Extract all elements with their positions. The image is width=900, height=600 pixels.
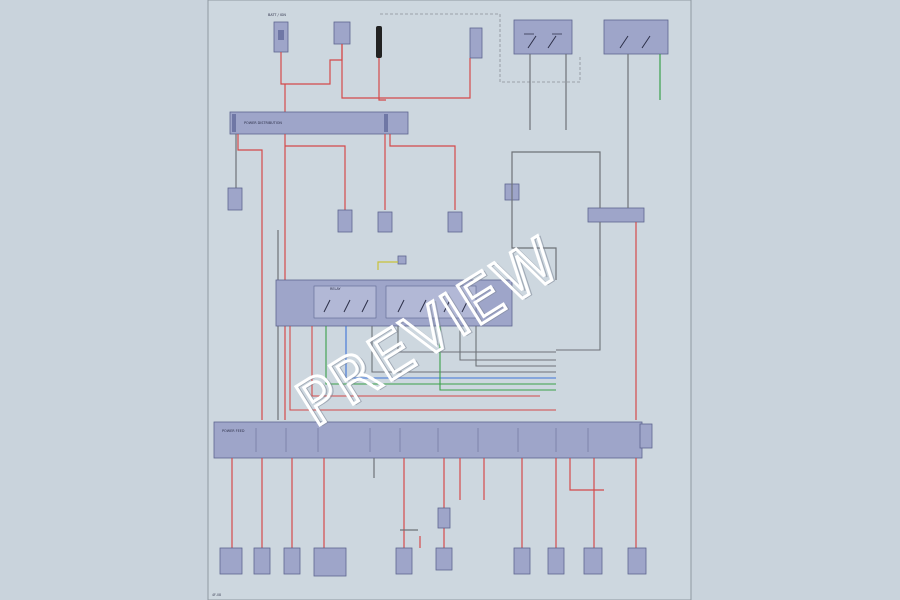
dashed-connector xyxy=(380,13,581,83)
top-right-fuse-component xyxy=(469,27,483,59)
top-wiring xyxy=(280,44,661,130)
top-fuse-component xyxy=(273,21,289,53)
power-bus-label: POWER DISTRIBUTION xyxy=(244,121,282,125)
lower-bus-bar xyxy=(213,421,653,459)
relay-box-label: RELAY xyxy=(330,287,342,291)
relay-box-left xyxy=(513,19,573,55)
power-bar-wiring xyxy=(235,134,456,420)
relay-box-right xyxy=(603,19,669,55)
top-left-label: BATT / IGN xyxy=(268,13,286,17)
power-distribution-bar xyxy=(229,111,409,135)
module-wiring xyxy=(289,276,601,411)
right-wiring xyxy=(377,130,637,420)
black-fuse-element xyxy=(376,26,382,58)
mid-components xyxy=(227,183,645,265)
gateway-label: POWER FEED xyxy=(222,429,245,433)
junction-component xyxy=(437,507,451,529)
ignition-switch-component xyxy=(333,21,351,45)
bottom-wiring xyxy=(231,458,637,548)
page-ref-label: 4F-08 xyxy=(212,593,221,597)
bottom-components xyxy=(219,547,647,577)
relay-module-box xyxy=(275,279,513,327)
